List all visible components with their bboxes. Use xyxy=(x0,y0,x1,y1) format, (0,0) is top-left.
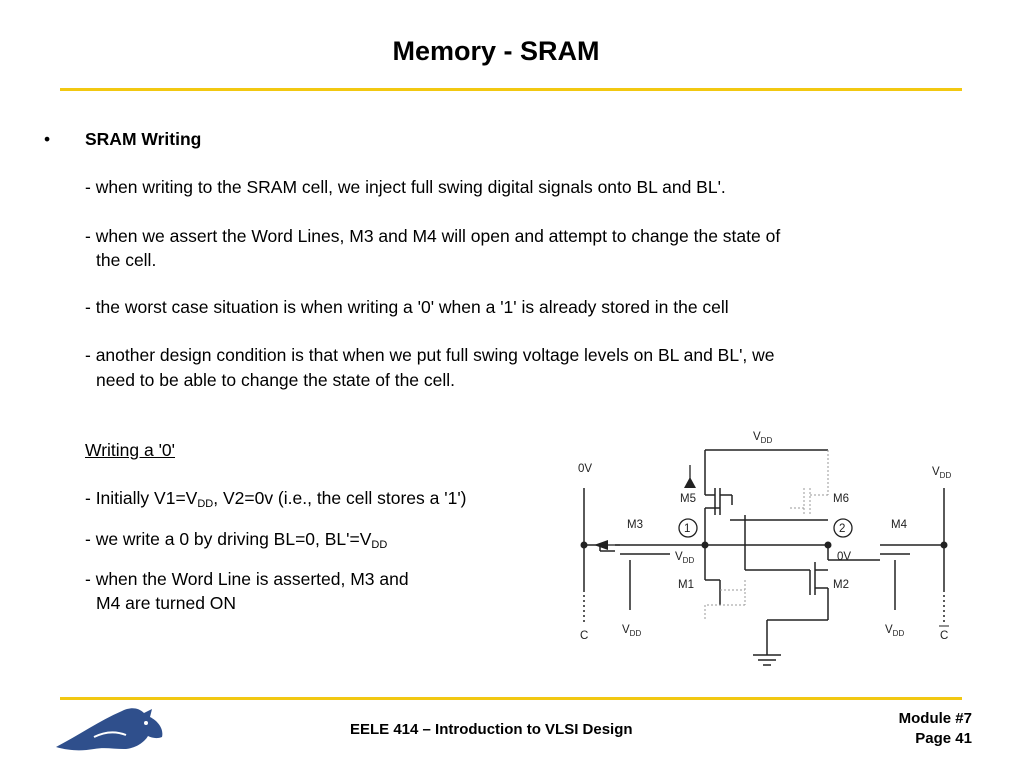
node-1-marker xyxy=(678,518,698,538)
gate-right-vdd: VDD xyxy=(885,624,904,638)
node-2-value: 0V xyxy=(837,551,851,563)
module-number: Module #7 xyxy=(898,710,972,727)
bitline-left-name: C xyxy=(580,630,588,642)
bitline-right-name: C xyxy=(940,630,948,642)
slide-title: Memory - SRAM xyxy=(392,36,600,66)
left-arrow-icon xyxy=(594,540,608,550)
body-line: - the worst case situation is when writi… xyxy=(85,297,729,317)
node-1-label: 1 xyxy=(684,523,690,535)
vdd-top-label: VDD xyxy=(753,431,772,445)
sram-cell-diagram: VDD 0V VDD M5 M6 M3 M4 1 2 VDD 0V M1 M2 … xyxy=(578,431,951,666)
body-line: the cell. xyxy=(96,250,157,270)
body-line: - when writing to the SRAM cell, we inje… xyxy=(85,177,726,197)
gate-left-vdd: VDD xyxy=(622,624,641,638)
node-2-marker xyxy=(833,518,853,538)
section-heading: SRAM Writing xyxy=(85,129,202,149)
bottom-divider xyxy=(60,697,962,700)
write-zero-line: - we write a 0 by driving BL=0, BL'=VDD xyxy=(85,529,388,551)
top-divider xyxy=(60,88,962,91)
label-m3: M3 xyxy=(627,519,643,531)
node-1-value: VDD xyxy=(675,551,694,565)
label-m6: M6 xyxy=(833,493,849,505)
bitline-left-value: 0V xyxy=(578,463,592,475)
label-m4: M4 xyxy=(891,519,908,531)
initial-state-line: - Initially V1=VDD, V2=0v (i.e., the cel… xyxy=(85,488,467,510)
node-2-label: 2 xyxy=(839,523,845,535)
course-title: EELE 414 – Introduction to VLSI Design xyxy=(350,721,633,738)
bobcat-logo-icon xyxy=(56,708,163,751)
subheading: Writing a '0' xyxy=(85,440,176,460)
page-number: Page 41 xyxy=(915,730,972,747)
wordline-line: - when the Word Line is asserted, M3 and xyxy=(85,569,409,589)
body-line: - another design condition is that when … xyxy=(85,345,775,365)
label-m2: M2 xyxy=(833,579,849,591)
body-line: need to be able to change the state of t… xyxy=(96,370,456,390)
label-m1: M1 xyxy=(678,579,694,591)
page-info: Module #7 Page 41 xyxy=(899,709,972,749)
bullet-marker: • xyxy=(44,129,51,149)
wordline-line: M4 are turned ON xyxy=(96,593,237,613)
body-line: - when we assert the Word Lines, M3 and … xyxy=(85,226,781,246)
down-arrow-icon xyxy=(684,477,696,488)
label-m5: M5 xyxy=(680,493,696,505)
bitline-right-value: VDD xyxy=(932,466,951,480)
